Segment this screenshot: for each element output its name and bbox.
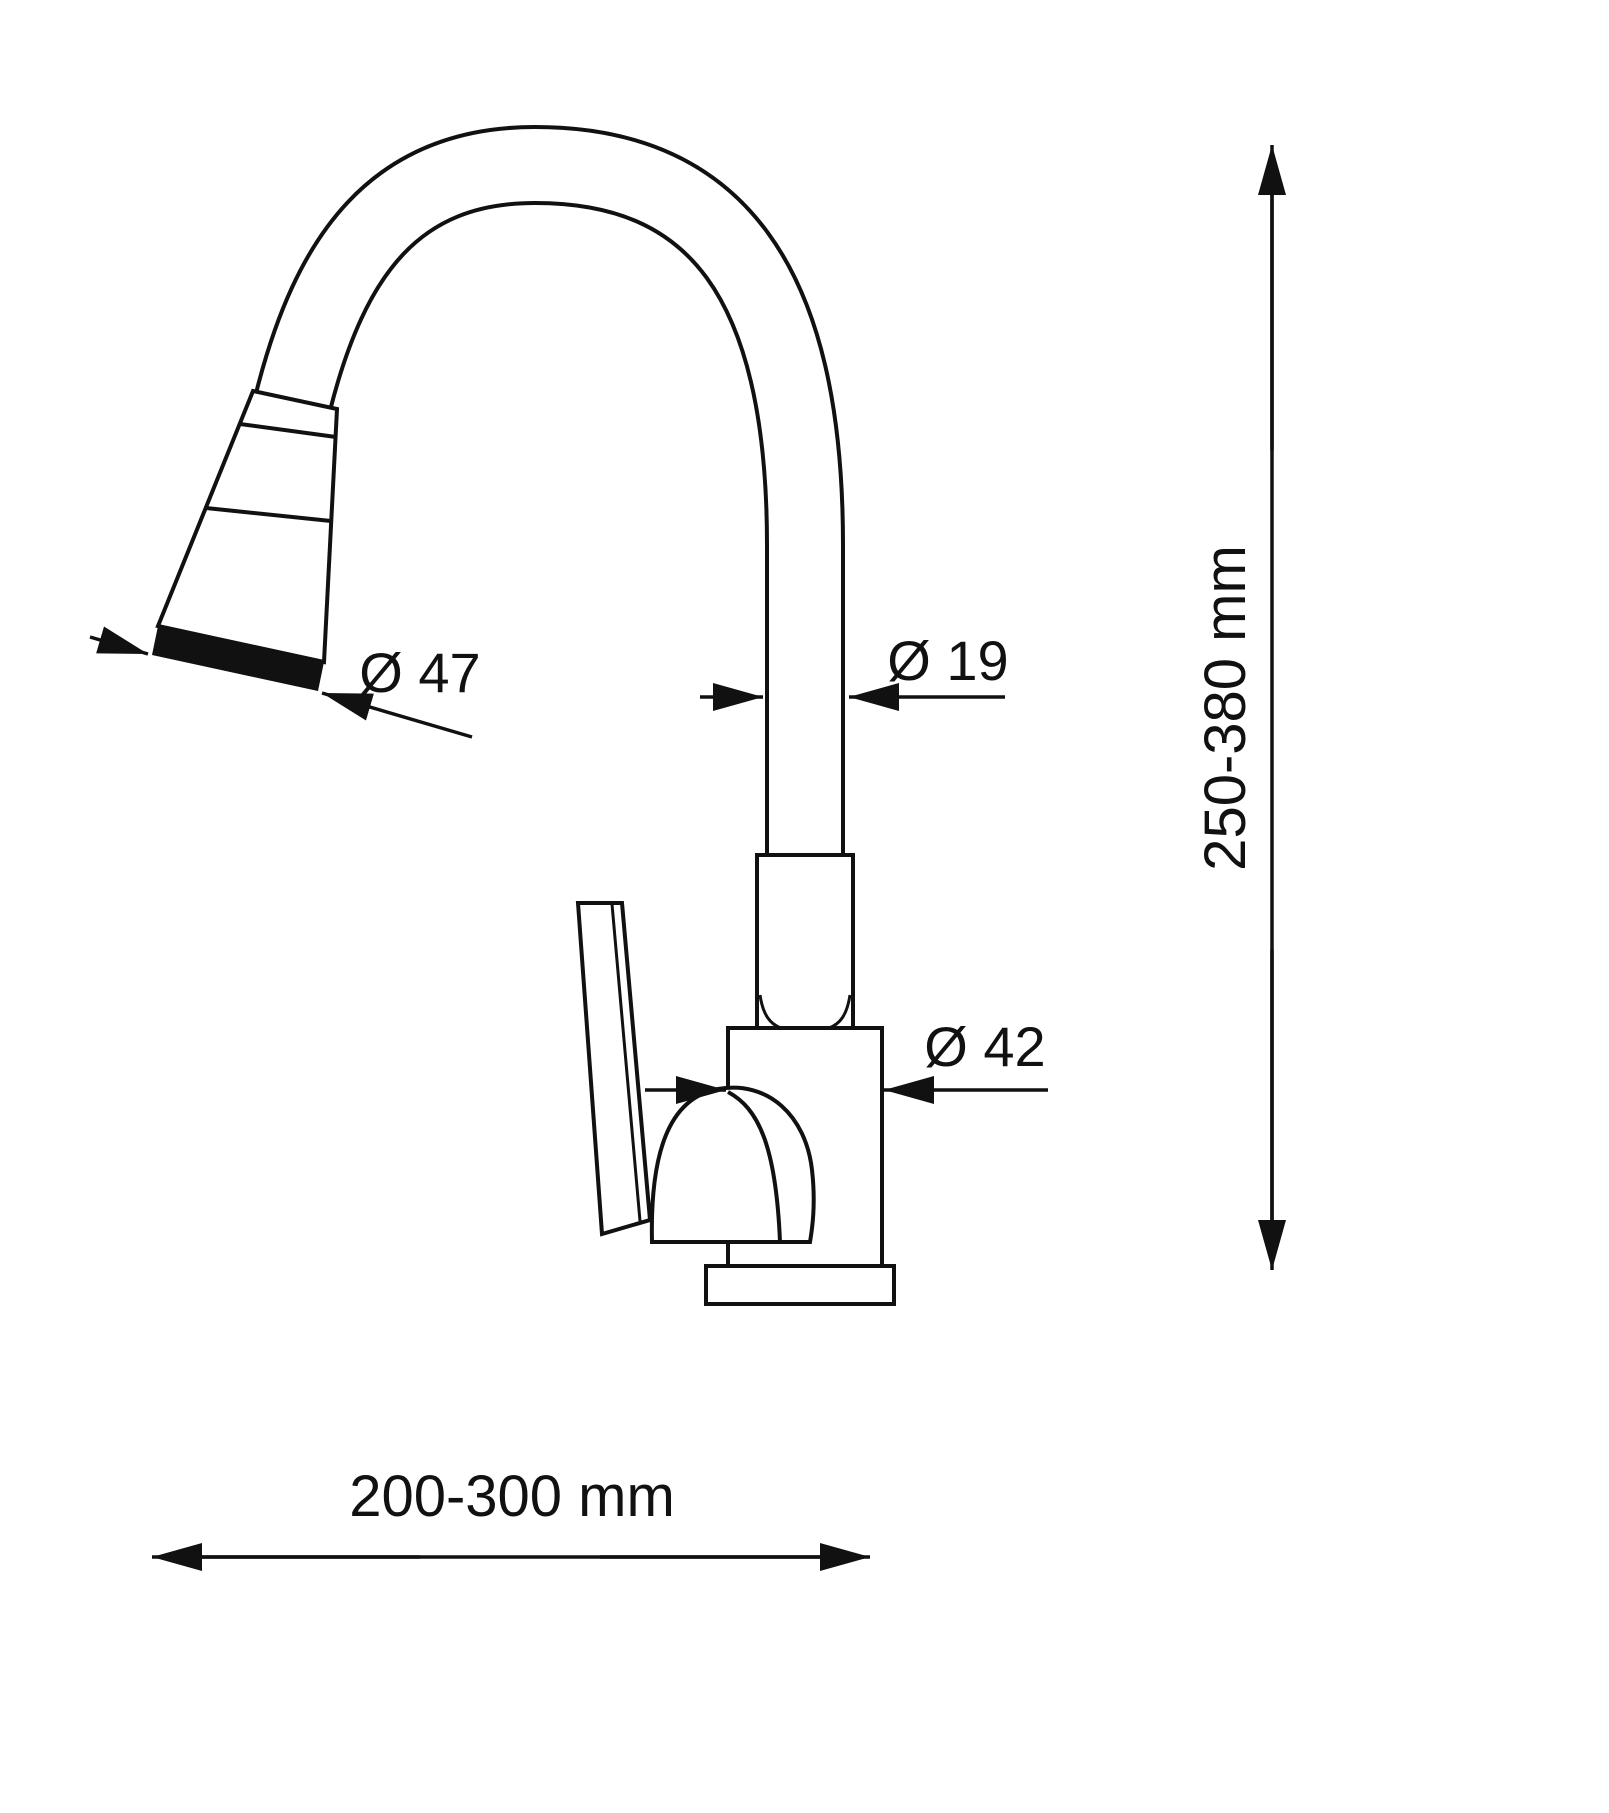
spray-diameter-dimension: Ø 47 xyxy=(89,626,481,739)
spray-aerator-tip xyxy=(152,626,324,691)
spray-dim-left-arrow xyxy=(89,626,149,656)
height-range-label: 250-380 mm xyxy=(1193,545,1258,871)
riser-pipe xyxy=(755,853,855,1032)
gooseneck-spout xyxy=(254,124,845,866)
spray-collar-band xyxy=(239,422,337,439)
lever-handle xyxy=(575,901,816,1244)
spray-dim-right-arrow xyxy=(321,691,473,739)
handle-blade xyxy=(575,901,653,1237)
handle-pivot-dome xyxy=(649,1085,816,1244)
base-flange-ring xyxy=(704,1264,896,1306)
spray-mid-band xyxy=(205,506,332,523)
body-diameter-label: Ø 42 xyxy=(924,1015,1045,1078)
spray-diameter-label: Ø 47 xyxy=(359,641,480,704)
pullout-spray-head xyxy=(152,388,340,691)
height-dimension: 250-380 mm xyxy=(1193,145,1286,1270)
body-diameter-dimension: Ø 42 xyxy=(645,1015,1048,1104)
base-flange xyxy=(704,1264,896,1306)
spout-tube-inner xyxy=(258,128,841,866)
reach-dimension: 200-300 mm xyxy=(152,1464,870,1571)
reach-range-label: 200-300 mm xyxy=(349,1464,675,1529)
handle-blade-edge xyxy=(610,903,642,1222)
hose-diameter-label: Ø 19 xyxy=(887,629,1008,692)
handle-cartridge-seam xyxy=(727,1090,782,1243)
riser-pipe-body xyxy=(755,853,855,1032)
hose-diameter-dimension: Ø 19 xyxy=(700,629,1009,711)
